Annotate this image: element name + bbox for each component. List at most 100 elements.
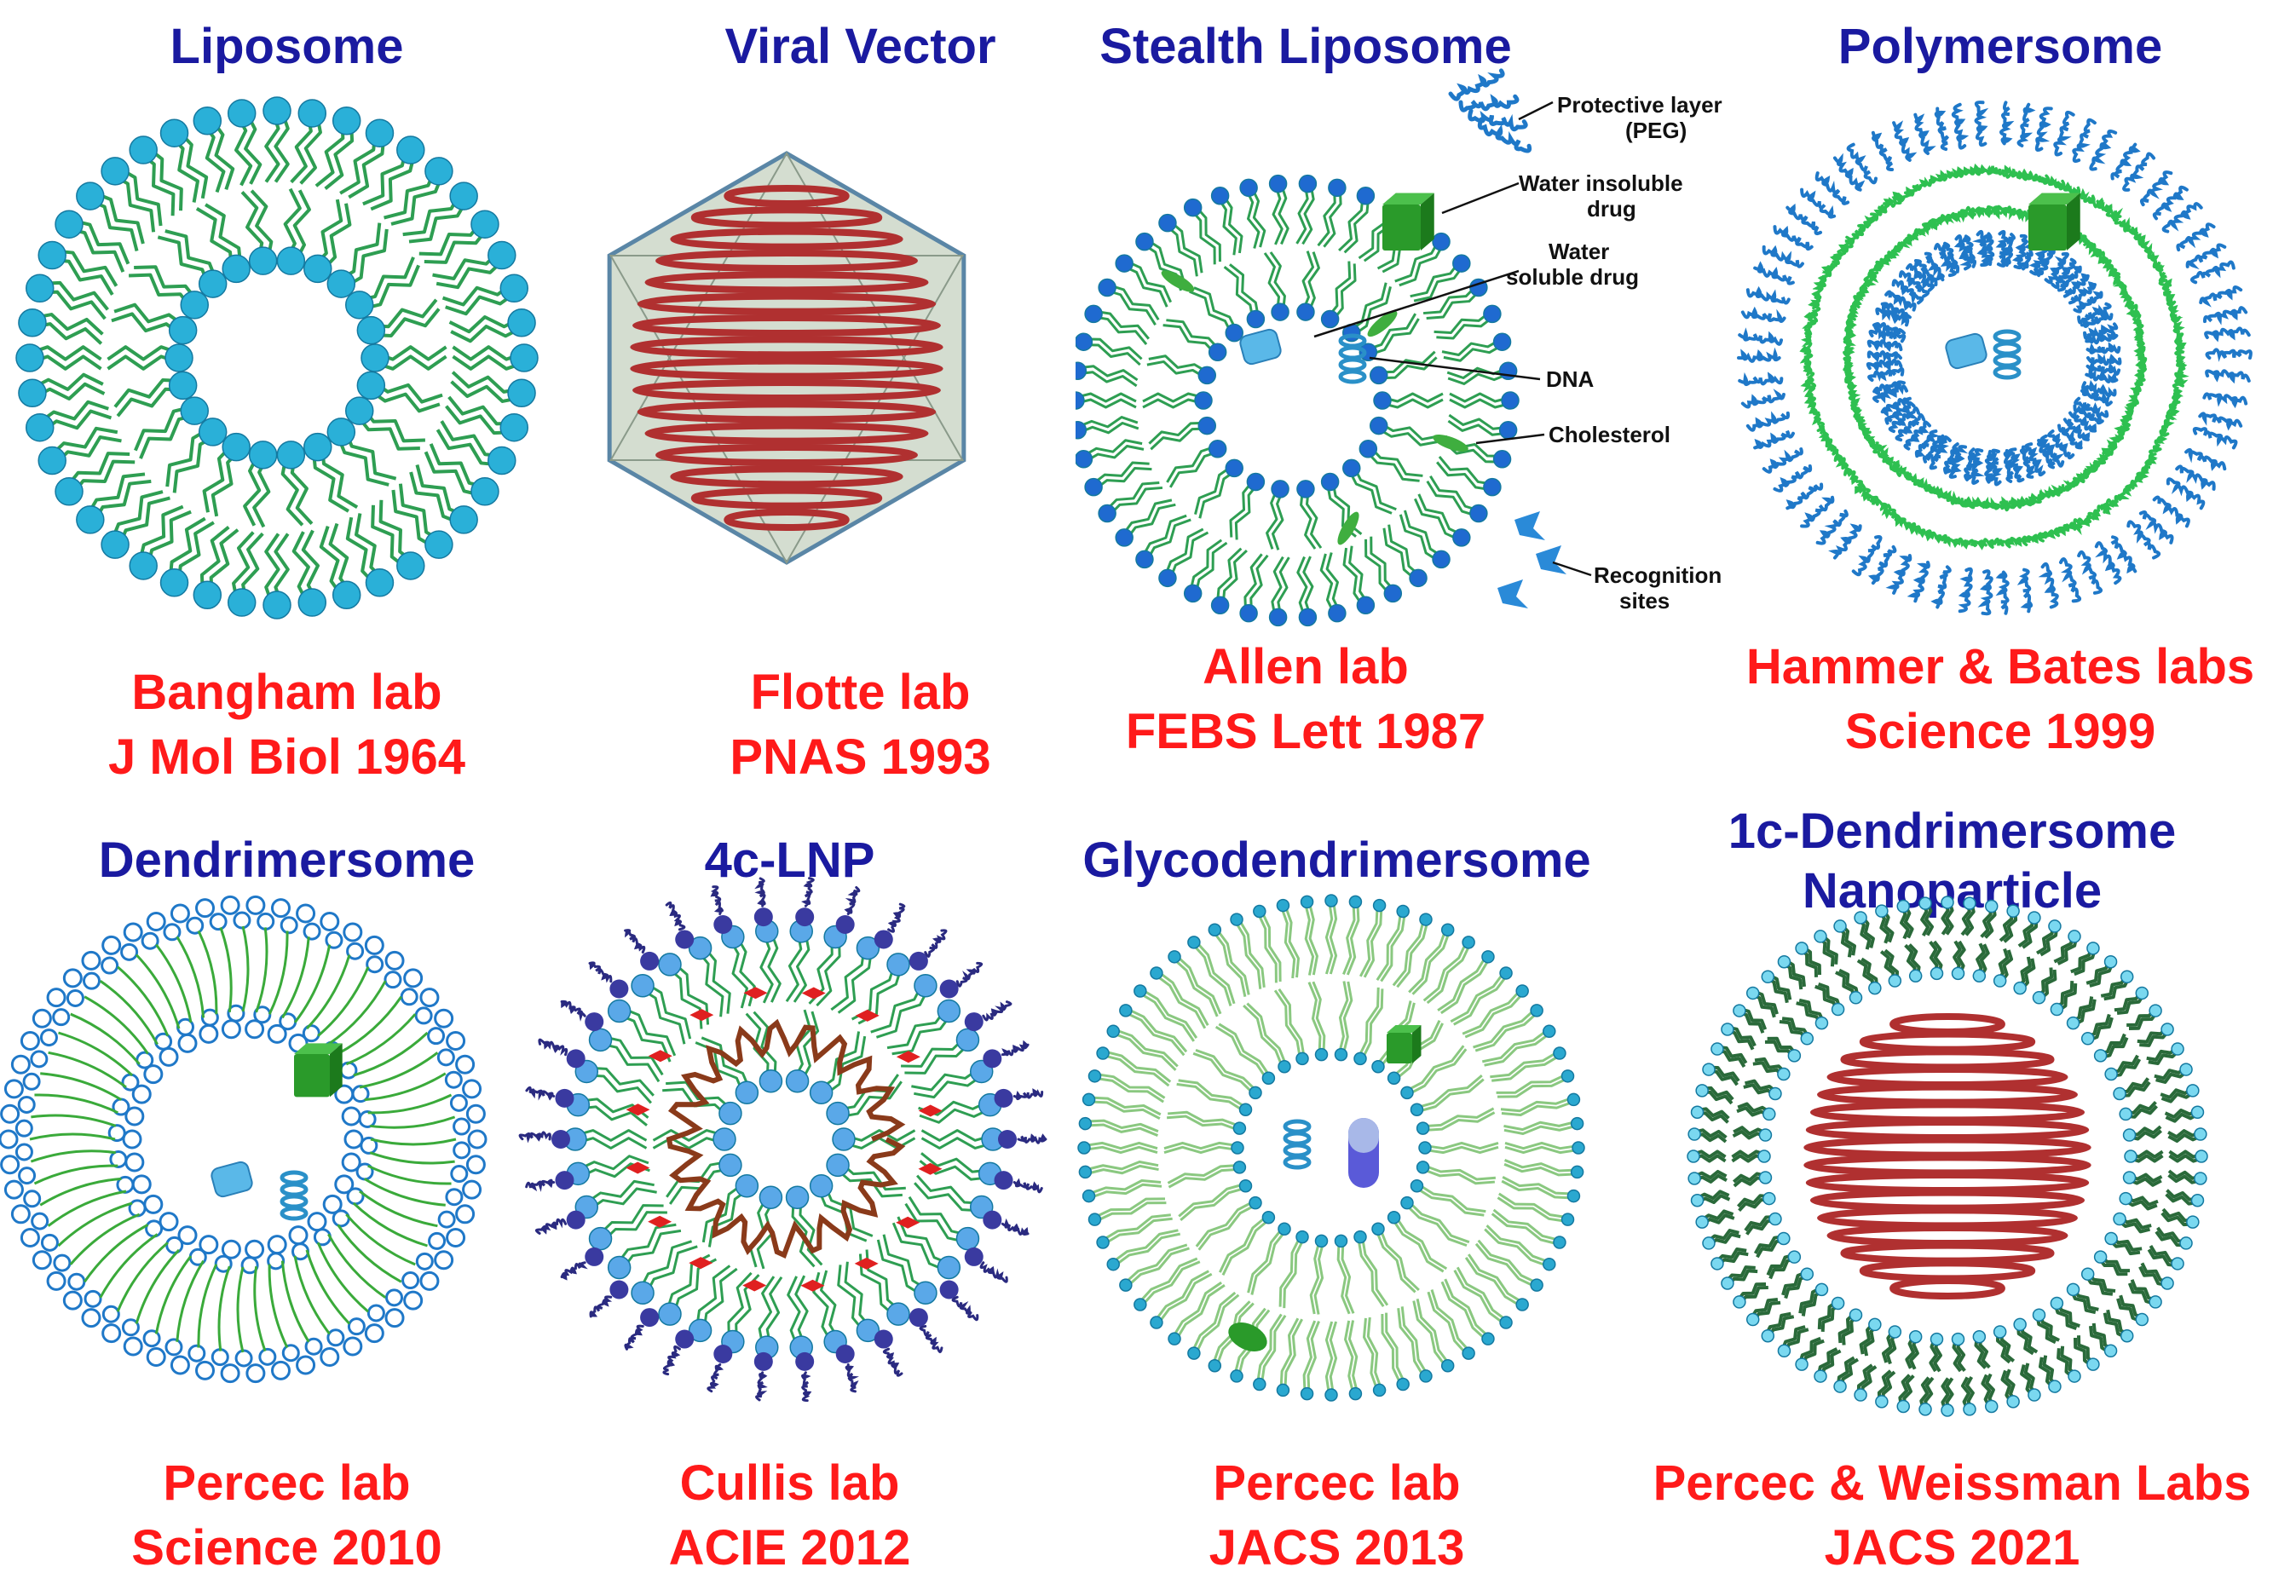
lipid-head — [1745, 986, 1760, 1000]
lipid-head — [180, 396, 210, 425]
lipid-head — [76, 505, 105, 534]
lipid-head — [1314, 1234, 1329, 1248]
lipid-head — [1941, 896, 1954, 909]
lipid-head — [1854, 1388, 1867, 1402]
lipid-head — [1084, 477, 1103, 497]
lipid-head — [2066, 1282, 2080, 1297]
recognition-site-icons — [1497, 511, 1566, 608]
lipid-head — [1076, 450, 1093, 469]
lipid-head — [1761, 1328, 1775, 1343]
lipid-head — [1868, 981, 1882, 995]
lipid-head — [658, 1302, 682, 1326]
lipid-head — [2120, 1328, 2134, 1343]
lipid-head — [631, 973, 655, 998]
lipid-head — [1268, 174, 1288, 193]
lipid-head — [2103, 1344, 2118, 1358]
lipid-head — [507, 308, 536, 337]
lipid-head — [1373, 391, 1392, 410]
lipid-head — [2013, 981, 2027, 995]
lipid-head — [2179, 1236, 2193, 1250]
viral-vector-illustration — [607, 151, 966, 565]
dendrimersome-nanoparticle-illustration — [1687, 896, 2208, 1417]
lipid-head — [1300, 895, 1314, 909]
lipid-head — [1733, 1295, 1746, 1309]
lipid-head — [1238, 1178, 1253, 1193]
lipid-head — [2032, 1308, 2046, 1322]
lipid-head — [1416, 1121, 1430, 1135]
lipid-head — [2190, 1193, 2205, 1207]
lipid-head — [1410, 1103, 1424, 1117]
lipid-head — [718, 1153, 742, 1178]
lipid-head — [1777, 1344, 1791, 1358]
lipid-head — [1119, 1278, 1133, 1292]
lipid-head — [2068, 930, 2081, 943]
lipid-head — [2135, 986, 2149, 1000]
lipid-head — [1469, 504, 1488, 523]
stealth-liposome-illustration — [1076, 68, 1592, 627]
lipid-head — [1831, 1296, 1845, 1311]
lipid-head — [1238, 1103, 1253, 1117]
lipid-head — [2119, 1107, 2132, 1121]
lipid-head — [1501, 391, 1520, 410]
lipid-head — [2032, 991, 2046, 1005]
lipid-head — [1276, 1383, 1290, 1397]
lipid-head — [2006, 1395, 2020, 1409]
lipid-head — [914, 973, 937, 998]
lipid-tails — [29, 110, 525, 606]
lipid-head — [2195, 1149, 2208, 1163]
lipid-head — [1076, 332, 1093, 351]
lipid-head — [1183, 584, 1203, 603]
lipid-head — [1566, 1189, 1581, 1203]
lipid-head — [1158, 213, 1177, 233]
lipid-head — [1298, 174, 1318, 193]
lipid-head — [1314, 1047, 1329, 1062]
lipid-head — [1208, 923, 1222, 936]
lipid-head — [193, 580, 222, 610]
lipid-head — [1492, 450, 1512, 469]
lipid-head — [1849, 991, 1863, 1005]
annotation-cholesterol: Cholesterol — [1549, 422, 1671, 447]
lipid-head — [470, 477, 499, 506]
lipid-head — [2104, 1231, 2118, 1246]
lipid-head — [1098, 504, 1116, 523]
lipid-head — [1194, 391, 1213, 410]
lipid-head — [1888, 1325, 1902, 1339]
lipid-head — [1757, 1149, 1771, 1163]
lipid-head — [1849, 1308, 1863, 1322]
panel-title: Viral Vector — [724, 19, 996, 74]
lipid-head — [1483, 477, 1502, 497]
lipid-head — [424, 530, 453, 559]
lipid-head — [1710, 1042, 1724, 1056]
lipid-head — [1483, 304, 1502, 324]
lipid-head — [1271, 302, 1289, 321]
lipid-head — [326, 269, 356, 298]
lipid-head — [1268, 608, 1288, 627]
lipid-head — [886, 1302, 910, 1326]
peg-chains — [1448, 68, 1532, 153]
lipid-head — [18, 308, 47, 337]
lipid-head — [1984, 1399, 1999, 1414]
lipid-head — [1570, 1116, 1584, 1131]
lipid-head — [1168, 1332, 1181, 1345]
lipid-head — [18, 378, 47, 408]
lipid-head — [262, 96, 291, 125]
lipid-head — [1951, 1332, 1965, 1346]
lipid-head — [1356, 186, 1376, 205]
lipid-head — [1298, 608, 1318, 627]
lipid-head — [332, 580, 361, 610]
lipid-head — [1210, 186, 1230, 205]
water-insoluble-drug-icon — [2028, 193, 2080, 251]
rna-helix — [630, 185, 943, 531]
lipid-head — [785, 1069, 810, 1093]
lipid-head — [2160, 1023, 2174, 1036]
lipid-head — [37, 240, 66, 270]
water-insoluble-drug-icon — [1387, 1025, 1422, 1063]
lipid-head — [198, 418, 228, 447]
lipid-head — [1246, 309, 1266, 329]
lipid-head — [2028, 1388, 2041, 1402]
lipid-head — [1076, 391, 1085, 410]
lipid-head — [1814, 930, 1827, 943]
